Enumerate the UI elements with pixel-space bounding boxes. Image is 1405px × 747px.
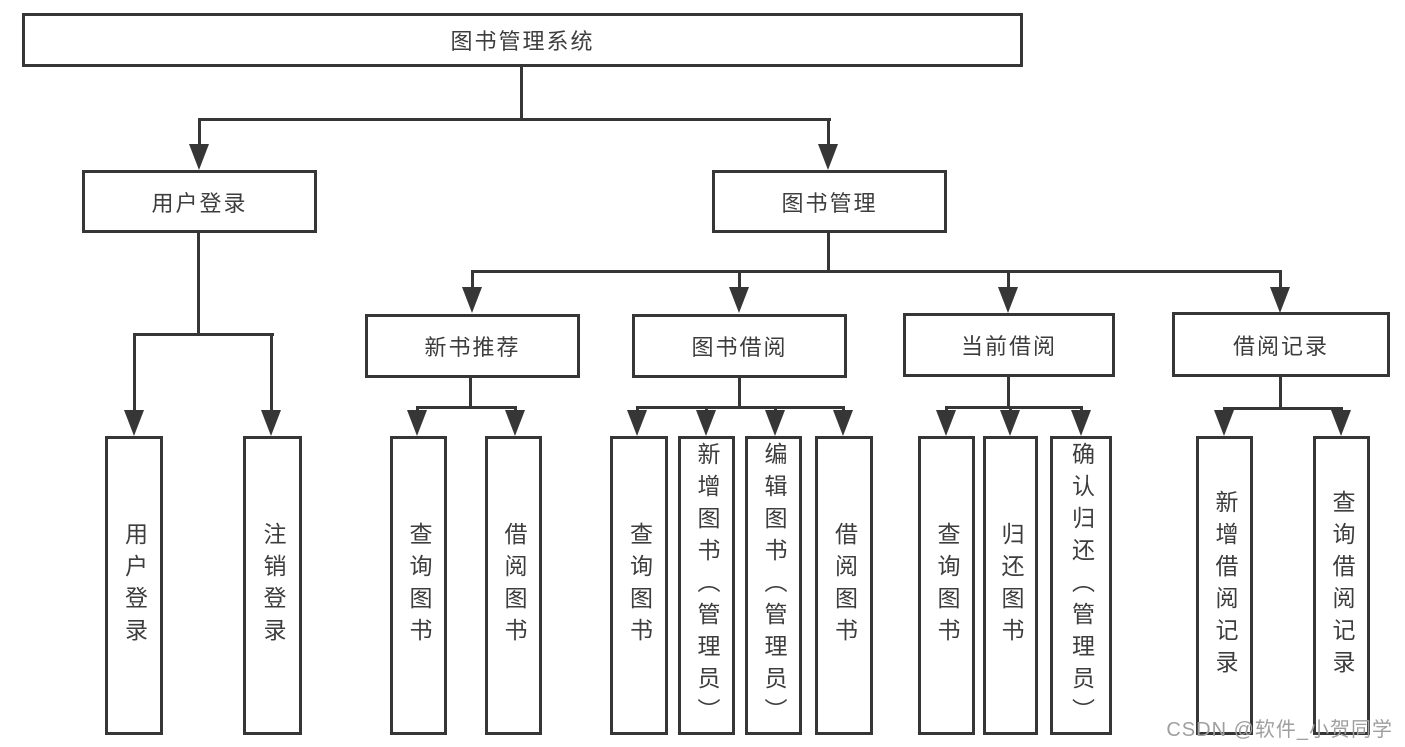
connector-arrow-leaf-user-login-shaft [133,333,136,412]
connector-arrow-current-borrow-head [998,287,1018,313]
connector-user-login-hline [133,333,274,336]
connector-arrow-cb-return-shaft [1009,406,1012,412]
connector-new-book-rec-stub [469,378,472,406]
connector-arrow-rec-borrow-shaft [514,406,517,412]
connector-arrow-user-login-head [189,144,209,170]
connector-arrow-book-borrow-shaft [738,270,741,289]
leaf-bb-borrow-books: 借阅图书 [815,436,873,735]
leaf-cb-query-books: 查询图书 [918,436,975,735]
leaf-cb-confirm-return-label: 确认归还（管理员） [1068,441,1095,730]
connector-arrow-bb-query-head [627,410,647,436]
leaf-br-query-record-label: 查询借阅记录 [1329,489,1355,682]
node-borrow-record: 借阅记录 [1172,312,1390,377]
node-borrow-record-label: 借阅记录 [1232,333,1329,359]
connector-arrow-cb-confirm-shaft [1080,406,1083,412]
leaf-logout: 注销登录 [243,436,302,735]
leaf-cb-query-books-label: 查询图书 [934,521,960,650]
leaf-br-query-record: 查询借阅记录 [1313,436,1370,735]
connector-arrow-rec-borrow-head [505,410,525,436]
leaf-rec-borrow-books-label: 借阅图书 [501,521,527,650]
leaf-bb-query-books-label: 查询图书 [626,521,653,650]
connector-arrow-borrow-record-shaft [1279,270,1282,289]
connector-arrow-br-query-shaft [1340,407,1343,412]
leaf-br-add-record: 新增借阅记录 [1196,436,1253,735]
connector-user-login-stub [197,233,200,333]
connector-arrow-bb-edit-head [765,410,785,436]
connector-arrow-bb-borrow-head [833,410,853,436]
connector-arrow-bb-borrow-shaft [842,406,845,412]
connector-book-borrow-hline [636,406,845,409]
leaf-user-login-label: 用户登录 [121,521,148,650]
connector-arrow-cb-query-shaft [945,406,948,412]
leaf-rec-query-books-label: 查询图书 [406,521,432,650]
connector-arrow-rec-query-shaft [416,406,419,412]
leaf-bb-query-books: 查询图书 [610,436,668,735]
connector-current-borrow-hline [945,406,1083,409]
node-user-login: 用户登录 [82,170,317,233]
connector-arrow-leaf-user-login-head [124,410,144,436]
connector-arrow-current-borrow-shaft [1007,270,1010,289]
connector-root-stub [520,67,523,118]
node-root-label: 图书管理系统 [450,29,595,54]
connector-arrow-leaf-logout-head [261,410,281,436]
connector-root-hline [198,118,831,121]
node-root: 图书管理系统 [22,13,1023,67]
connector-arrow-cb-return-head [1000,410,1020,436]
connector-arrow-bb-edit-shaft [774,406,777,412]
node-book-borrow-label: 图书借阅 [691,335,788,360]
leaf-bb-add-books-label: 新增图书（管理员） [694,441,720,730]
node-book-mgmt-label: 图书管理 [781,190,878,216]
connector-arrow-book-mgmt-shaft [827,118,830,146]
connector-borrow-record-stub [1279,377,1282,407]
connector-arrow-br-add-head [1214,410,1234,436]
node-current-borrow: 当前借阅 [903,313,1115,377]
connector-arrow-bb-add-shaft [705,406,708,412]
leaf-bb-add-books: 新增图书（管理员） [678,436,735,735]
connector-book-mgmt-hline [471,270,1282,273]
connector-arrow-bb-query-shaft [636,406,639,412]
connector-arrow-cb-query-head [936,410,956,436]
connector-arrow-user-login-shaft [198,118,201,146]
node-book-borrow: 图书借阅 [632,314,847,378]
node-new-book-rec: 新书推荐 [365,314,580,378]
node-current-borrow-label: 当前借阅 [960,334,1057,359]
connector-arrow-cb-confirm-head [1071,410,1091,436]
leaf-user-login: 用户登录 [105,436,163,735]
connector-new-book-rec-hline [416,406,517,409]
connector-arrow-new-book-rec-shaft [471,270,474,289]
csdn-watermark: CSDN @软件_小贺同学 [1166,719,1393,741]
connector-book-mgmt-stub [827,233,830,270]
connector-arrow-book-mgmt-head [818,144,838,170]
connector-arrow-br-add-shaft [1223,407,1226,412]
leaf-cb-confirm-return: 确认归还（管理员） [1050,436,1112,735]
connector-arrow-book-borrow-head [729,287,749,313]
connector-book-borrow-stub [738,378,741,406]
node-book-mgmt: 图书管理 [712,170,947,233]
connector-arrow-rec-query-head [407,410,427,436]
leaf-bb-edit-books-label: 编辑图书（管理员） [761,441,787,730]
connector-arrow-leaf-logout-shaft [270,333,273,412]
leaf-cb-return-books: 归还图书 [983,436,1038,735]
leaf-br-add-record-label: 新增借阅记录 [1212,489,1238,682]
connector-arrow-new-book-rec-head [462,287,482,313]
leaf-cb-return-books-label: 归还图书 [998,521,1024,650]
leaf-rec-borrow-books: 借阅图书 [485,436,542,735]
node-new-book-rec-label: 新书推荐 [424,335,521,360]
connector-arrow-br-query-head [1331,410,1351,436]
leaf-bb-borrow-books-label: 借阅图书 [831,521,858,650]
leaf-logout-label: 注销登录 [260,521,286,650]
leaf-rec-query-books: 查询图书 [390,436,447,735]
connector-arrow-bb-add-head [696,410,716,436]
connector-arrow-borrow-record-head [1270,287,1290,313]
node-user-login-label: 用户登录 [151,190,248,216]
connector-borrow-record-hline [1223,407,1343,410]
leaf-bb-edit-books: 编辑图书（管理员） [745,436,802,735]
connector-current-borrow-stub [1007,377,1010,406]
